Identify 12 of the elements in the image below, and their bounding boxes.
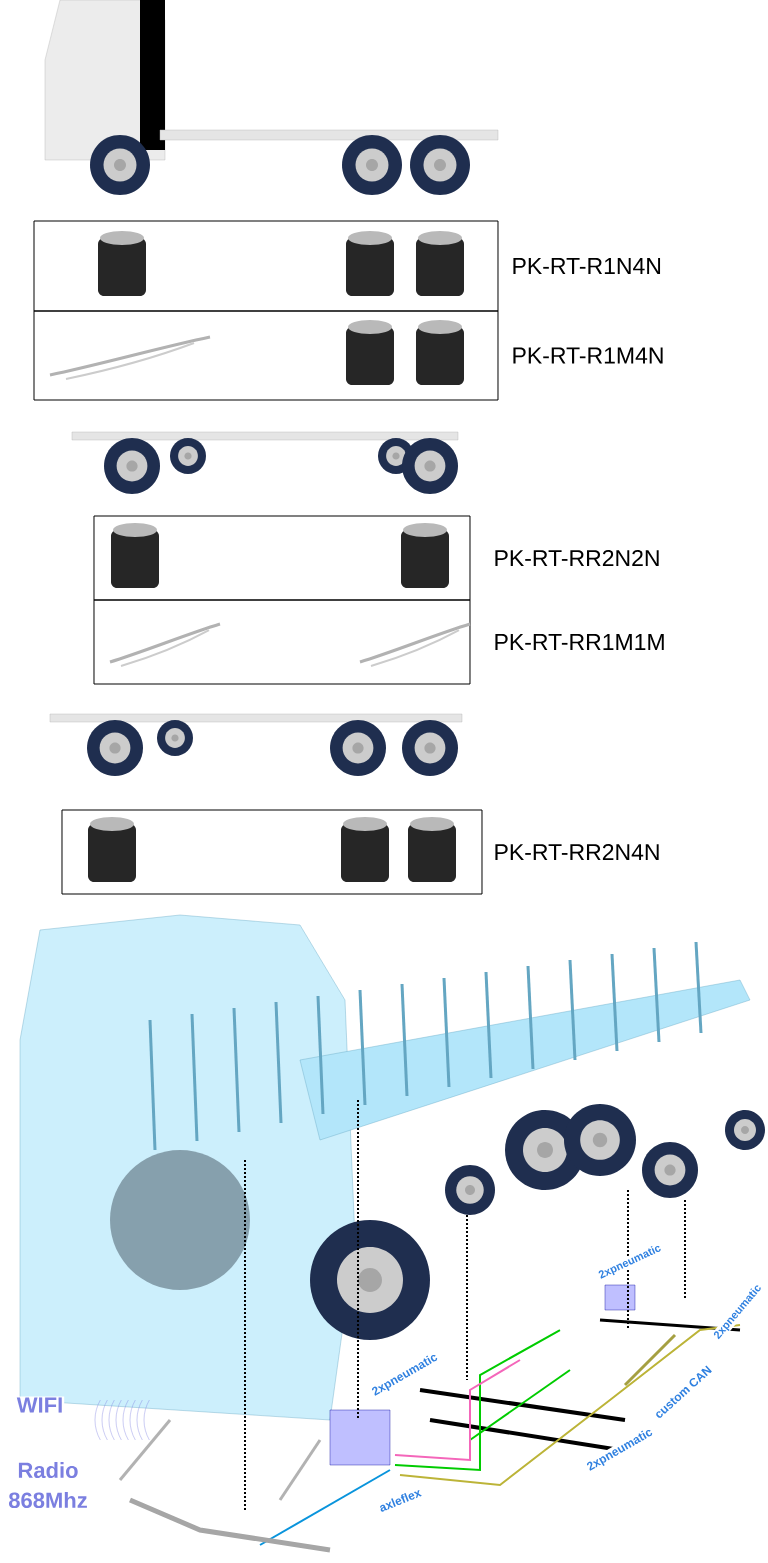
variant-label: PK-RT-R1M4N	[513, 347, 663, 364]
variant-label: PK-RT-RR2N2N	[495, 550, 659, 567]
suspension-box	[93, 515, 471, 601]
suspension-box	[93, 599, 471, 685]
suspension-box	[33, 310, 499, 401]
variant-label: PK-RT-RR2N4N	[495, 844, 659, 861]
suspension-box	[61, 809, 483, 895]
wireless-label: Radio 868Mhz	[7, 1460, 89, 1510]
variant-label: PK-RT-RR1M1M	[495, 634, 664, 650]
wireless-label: WIFI	[15, 1396, 65, 1414]
suspension-box	[33, 220, 499, 312]
variant-label: PK-RT-R1N4N	[513, 258, 661, 274]
